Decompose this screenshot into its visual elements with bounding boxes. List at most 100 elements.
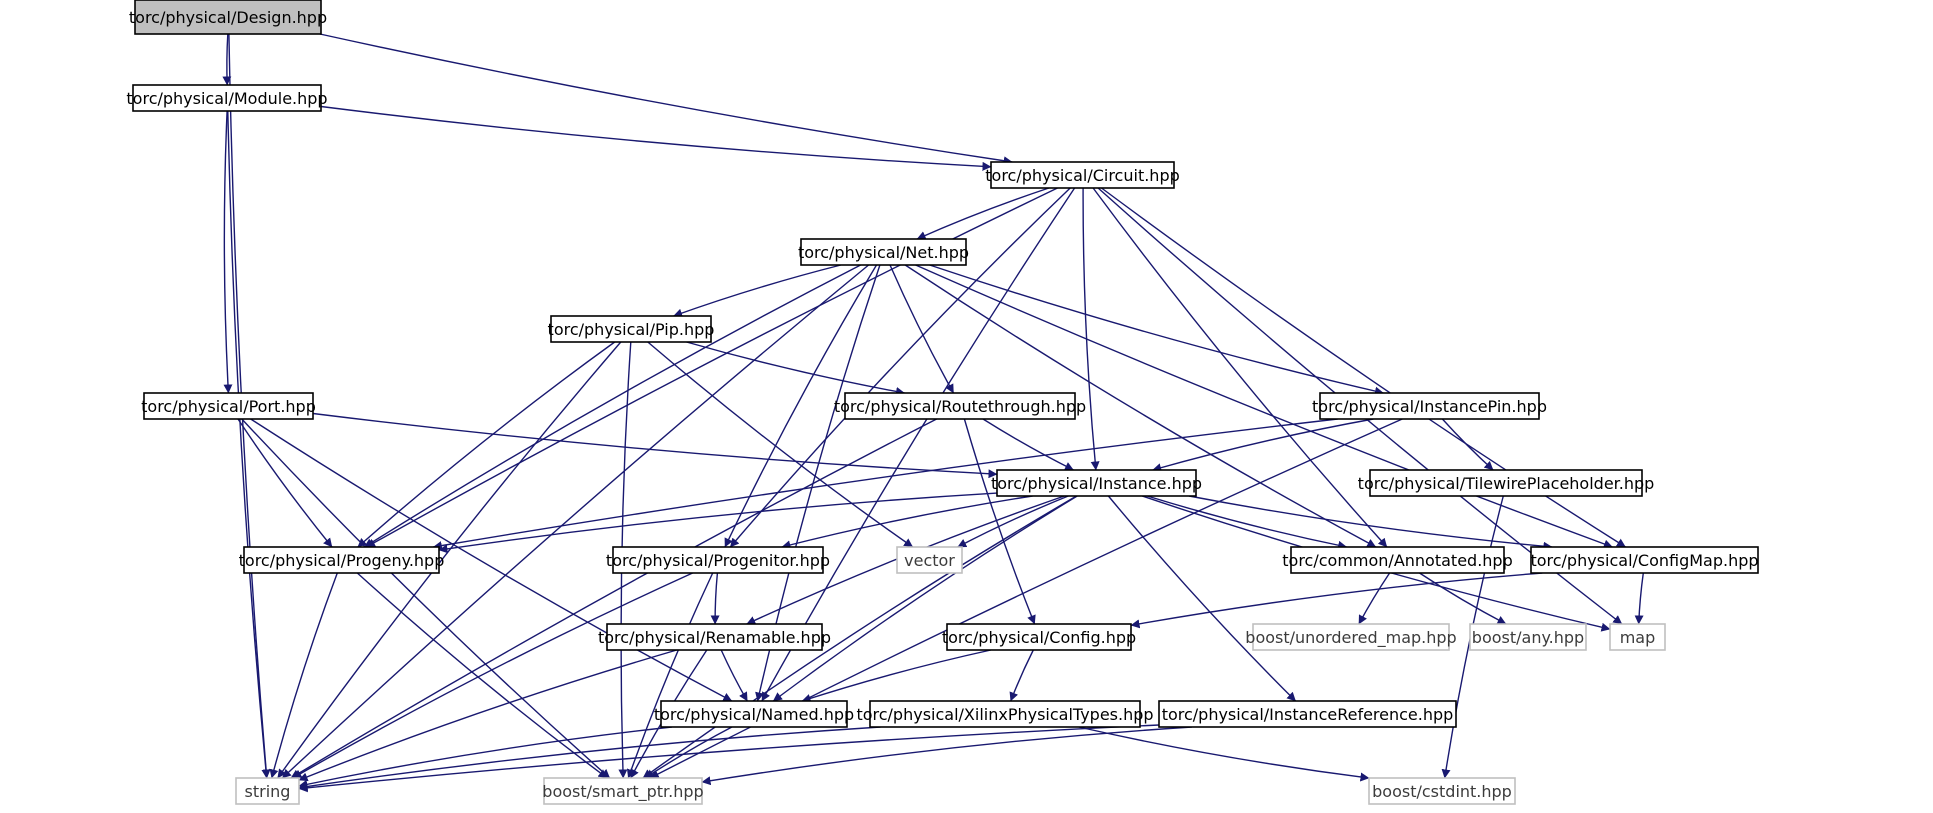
node-box <box>946 623 1132 651</box>
edge-annotated-to-any <box>1419 572 1507 625</box>
edge-pip-to-vector <box>647 341 914 548</box>
node-instance[interactable]: torc/physical/Instance.hpp <box>991 469 1202 497</box>
edge-net-to-routethrough <box>889 264 955 394</box>
edge-circuit-to-annotated <box>1092 187 1388 548</box>
node-smartptr: boost/smart_ptr.hpp <box>542 777 704 805</box>
edge-xilinx-to-string <box>298 726 881 791</box>
edge-routethrough-to-config <box>963 418 1036 625</box>
node-tilewire[interactable]: torc/physical/TilewirePlaceholder.hpp <box>1358 469 1655 497</box>
node-label: torc/physical/Module.hpp <box>126 89 327 108</box>
edge-config-to-xilinx <box>1009 649 1034 702</box>
node-vector: vector <box>896 546 963 574</box>
edge-design-to-circuit <box>319 33 1013 166</box>
node-instancepin[interactable]: torc/physical/InstancePin.hpp <box>1312 392 1547 420</box>
node-box <box>243 546 440 574</box>
edge-net-to-pip <box>673 264 842 318</box>
node-named[interactable]: torc/physical/Named.hpp <box>654 700 854 728</box>
edge-module-to-circuit <box>320 105 992 171</box>
edge-progeny-to-string <box>269 572 338 779</box>
node-configmap[interactable]: torc/physical/ConfigMap.hpp <box>1530 546 1759 574</box>
node-box <box>1609 623 1666 651</box>
node-box <box>143 392 314 420</box>
node-unordered: boost/unordered_map.hpp <box>1245 623 1457 651</box>
node-label: torc/physical/InstanceReference.hpp <box>1162 705 1454 724</box>
node-label: torc/physical/TilewirePlaceholder.hpp <box>1358 474 1655 493</box>
edge-circuit-to-net <box>916 187 1050 240</box>
edge-progenitor-to-smartptr <box>626 572 714 779</box>
edge-annotated-to-unordered <box>1358 572 1391 625</box>
node-box <box>996 469 1197 497</box>
node-box <box>1319 392 1540 420</box>
node-routethrough[interactable]: torc/physical/Routethrough.hpp <box>834 392 1086 420</box>
node-label: torc/physical/InstancePin.hpp <box>1312 397 1547 416</box>
edge-port-to-progeny <box>237 418 333 548</box>
node-cstdint: boost/cstdint.hpp <box>1368 777 1516 805</box>
edge-instancepin-to-instance <box>1152 418 1374 473</box>
edge-net-to-annotated <box>904 264 1377 548</box>
node-label: string <box>245 782 291 801</box>
node-label: map <box>1620 628 1656 647</box>
node-label: torc/physical/Circuit.hpp <box>985 166 1180 185</box>
edge-net-to-instancepin <box>929 264 1384 396</box>
edge-instance-to-smartptr <box>642 495 1077 779</box>
node-xilinx[interactable]: torc/physical/XilinxPhysicalTypes.hpp <box>856 700 1154 728</box>
node-box <box>550 315 712 343</box>
node-box <box>1252 623 1450 651</box>
node-box <box>660 700 848 728</box>
node-box <box>132 84 322 112</box>
node-net[interactable]: torc/physical/Net.hpp <box>798 238 969 266</box>
edge-named-to-string <box>298 726 672 789</box>
node-label: torc/physical/Renamable.hpp <box>598 628 831 647</box>
node-pip[interactable]: torc/physical/Pip.hpp <box>548 315 715 343</box>
node-label: torc/physical/ConfigMap.hpp <box>1530 551 1758 570</box>
node-port[interactable]: torc/physical/Port.hpp <box>141 392 316 420</box>
edge-instance-to-configmap <box>1188 495 1553 551</box>
node-label: torc/physical/Net.hpp <box>798 243 969 262</box>
node-progenitor[interactable]: torc/physical/Progenitor.hpp <box>606 546 830 574</box>
node-label: boost/any.hpp <box>1472 628 1584 647</box>
node-box <box>869 700 1141 728</box>
node-label: boost/unordered_map.hpp <box>1245 628 1456 648</box>
node-renamable[interactable]: torc/physical/Renamable.hpp <box>598 623 831 651</box>
edge-circuit-to-instance <box>1082 187 1100 471</box>
node-module[interactable]: torc/physical/Module.hpp <box>126 84 328 112</box>
node-box <box>844 392 1076 420</box>
edge-design-to-module <box>222 33 232 86</box>
node-label: torc/physical/Port.hpp <box>141 397 316 416</box>
node-box <box>235 777 300 805</box>
node-box <box>1368 777 1516 805</box>
node-box <box>1469 623 1587 651</box>
node-instref[interactable]: torc/physical/InstanceReference.hpp <box>1158 700 1457 728</box>
node-map: map <box>1609 623 1666 651</box>
node-label: vector <box>904 551 955 570</box>
edge-net-to-configmap <box>915 264 1613 549</box>
node-label: torc/physical/Config.hpp <box>942 628 1136 647</box>
edge-progenitor-to-renamable <box>710 572 720 625</box>
node-circuit[interactable]: torc/physical/Circuit.hpp <box>985 161 1180 189</box>
edge-circuit-to-progenitor <box>729 187 1071 548</box>
node-annotated[interactable]: torc/common/Annotated.hpp <box>1282 546 1513 574</box>
node-label: torc/physical/XilinxPhysicalTypes.hpp <box>856 705 1153 724</box>
edge-circuit-to-progeny <box>366 187 1058 548</box>
edge-instance-to-progenitor <box>781 495 1033 550</box>
node-label: torc/physical/Progenitor.hpp <box>606 551 830 570</box>
edge-net-to-string <box>281 264 870 779</box>
node-progeny[interactable]: torc/physical/Progeny.hpp <box>239 546 445 574</box>
edge-instance-to-progeny <box>438 492 998 554</box>
edge-port-to-instance <box>312 412 998 479</box>
node-label: boost/cstdint.hpp <box>1372 782 1512 801</box>
node-label: torc/physical/Instance.hpp <box>991 474 1202 493</box>
node-box <box>134 0 322 35</box>
edge-circuit-to-configmap <box>1101 187 1626 548</box>
edge-renamable-to-string <box>298 649 677 782</box>
node-design[interactable]: torc/physical/Design.hpp <box>129 0 327 35</box>
node-string: string <box>235 777 300 805</box>
edge-instance-to-vector <box>957 495 1069 548</box>
edge-instref-to-smartptr <box>701 726 1192 786</box>
edge-routethrough-to-string <box>290 418 937 779</box>
edge-instance-to-instref <box>1107 495 1297 702</box>
edge-net-to-progenitor <box>724 264 878 548</box>
edge-renamable-to-named <box>720 649 748 702</box>
node-config[interactable]: torc/physical/Config.hpp <box>942 623 1136 651</box>
